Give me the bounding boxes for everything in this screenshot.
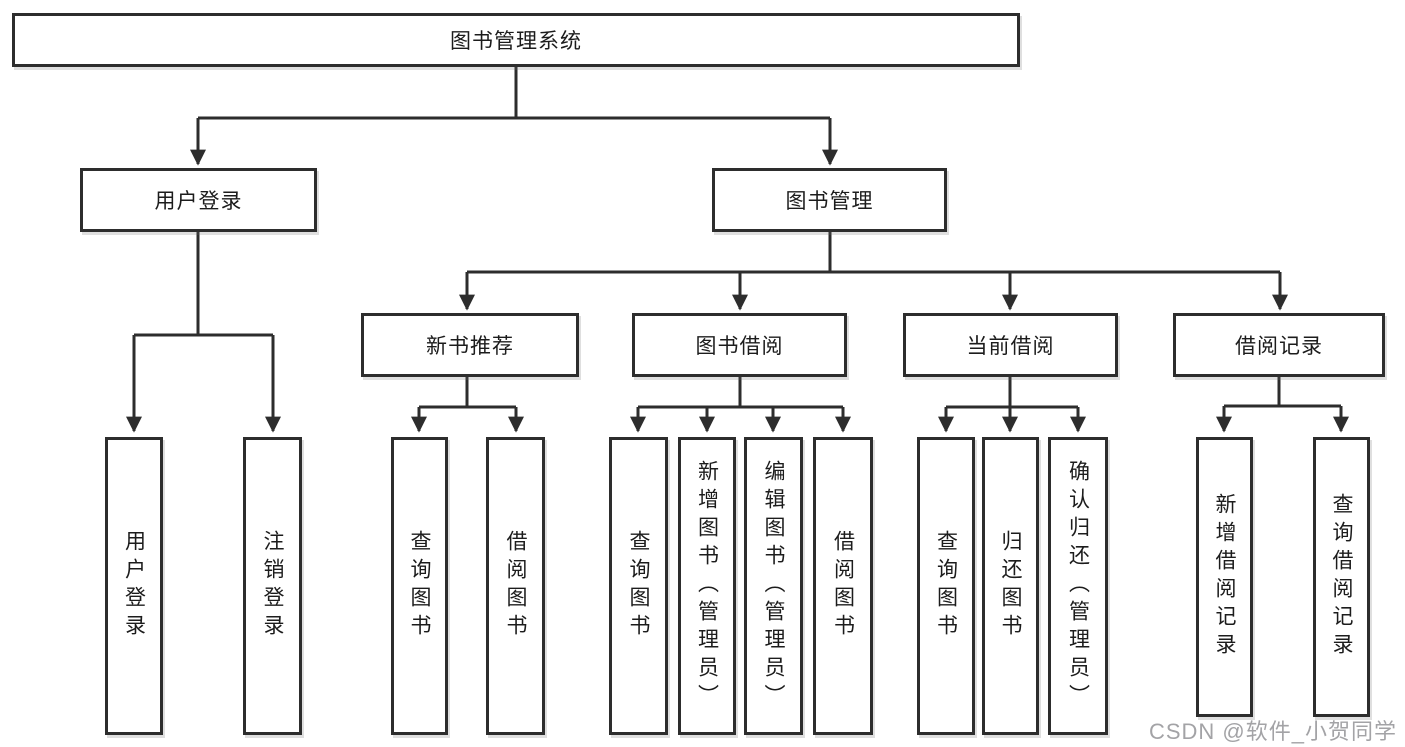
leaf-logout: 注销登录 [243,437,302,735]
node-user-login-label: 用户登录 [154,190,243,213]
leaf-borrow-books: 借阅图书 [813,437,873,735]
leaf-user-login: 用户登录 [105,437,163,735]
node-borrow-records-label: 借阅记录 [1235,335,1323,358]
leaf-borrow-books-recommend: 借阅图书 [486,437,545,735]
node-book-borrow-label: 图书借阅 [695,335,784,358]
leaf-edit-book-admin: 编辑图书（管理员） [744,437,803,735]
leaf-query-borrow-record: 查询借阅记录 [1313,437,1370,717]
leaf-query-books-borrow-label: 查询图书 [627,530,650,642]
node-current-borrow-label: 当前借阅 [966,335,1055,358]
leaf-query-books-recommend-label: 查询图书 [408,530,431,642]
leaf-add-book-admin: 新增图书（管理员） [678,437,736,735]
leaf-query-borrow-record-label: 查询借阅记录 [1330,493,1353,661]
node-new-book-recommend-label: 新书推荐 [426,335,514,358]
leaf-add-borrow-record: 新增借阅记录 [1196,437,1253,717]
node-new-book-recommend: 新书推荐 [361,313,579,377]
node-current-borrow: 当前借阅 [903,313,1118,377]
leaf-add-book-admin-label: 新增图书（管理员） [695,460,719,712]
leaf-query-books-recommend: 查询图书 [391,437,448,735]
leaf-query-books-current: 查询图书 [917,437,975,735]
node-book-management: 图书管理 [712,168,947,232]
leaf-borrow-books-recommend-label: 借阅图书 [504,530,527,642]
leaf-borrow-books-label: 借阅图书 [831,530,855,642]
node-user-login: 用户登录 [80,168,317,232]
leaf-return-book: 归还图书 [982,437,1039,735]
leaf-query-books-current-label: 查询图书 [934,530,958,642]
node-borrow-records: 借阅记录 [1173,313,1385,377]
leaf-user-login-label: 用户登录 [122,530,146,642]
node-book-management-label: 图书管理 [785,190,874,213]
node-book-borrow: 图书借阅 [632,313,847,377]
leaf-logout-label: 注销登录 [261,530,284,642]
leaf-confirm-return-admin: 确认归还（管理员） [1048,437,1108,735]
leaf-edit-book-admin-label: 编辑图书（管理员） [762,460,785,712]
node-root: 图书管理系统 [12,13,1020,67]
leaf-confirm-return-admin-label: 确认归还（管理员） [1066,460,1090,712]
leaf-add-borrow-record-label: 新增借阅记录 [1213,493,1236,661]
leaf-return-book-label: 归还图书 [999,530,1022,642]
node-root-label: 图书管理系统 [450,30,582,53]
leaf-query-books-borrow: 查询图书 [609,437,668,735]
csdn-watermark: CSDN @软件_小贺同学 [1148,719,1397,744]
